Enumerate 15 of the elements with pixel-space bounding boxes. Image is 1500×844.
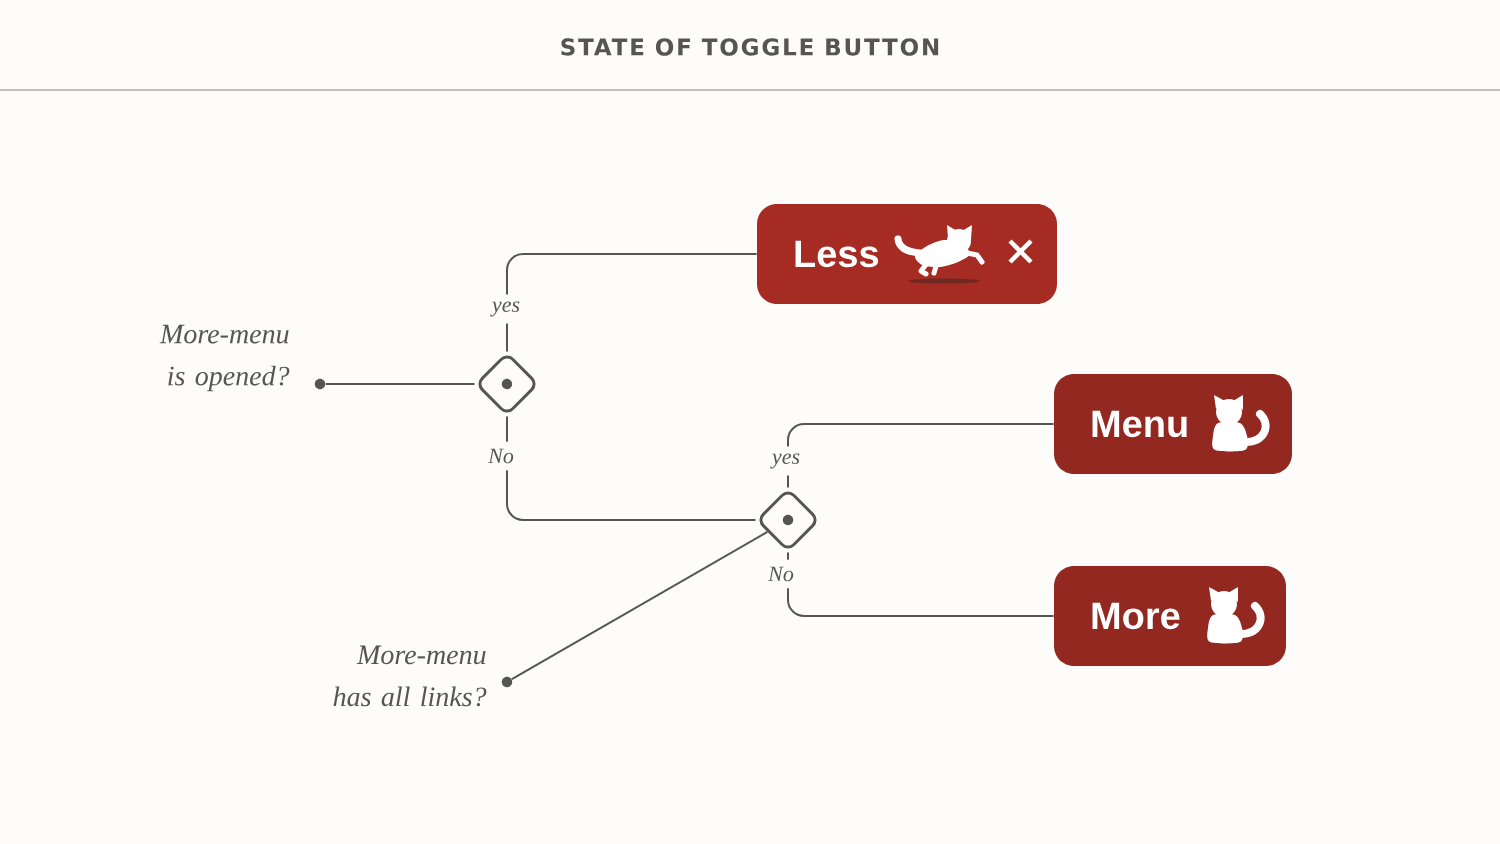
edge-label: No bbox=[486, 441, 516, 471]
connector-line bbox=[506, 415, 757, 521]
connector-line bbox=[787, 551, 1055, 617]
title: STATE OF TOGGLE BUTTON bbox=[561, 38, 939, 56]
connector-line bbox=[787, 423, 1055, 489]
decision-diamond bbox=[759, 491, 817, 549]
edge-label: yes bbox=[769, 446, 803, 476]
edge-label: No bbox=[766, 559, 796, 589]
condition-text: More-menu is opened? bbox=[159, 324, 290, 392]
edge-label: yes bbox=[489, 294, 523, 324]
connector-line bbox=[506, 253, 758, 353]
connector-line bbox=[510, 530, 769, 681]
condition-text: More-menu has all links? bbox=[333, 645, 487, 707]
decision-diamond bbox=[478, 355, 536, 413]
connector-line bbox=[324, 383, 476, 385]
